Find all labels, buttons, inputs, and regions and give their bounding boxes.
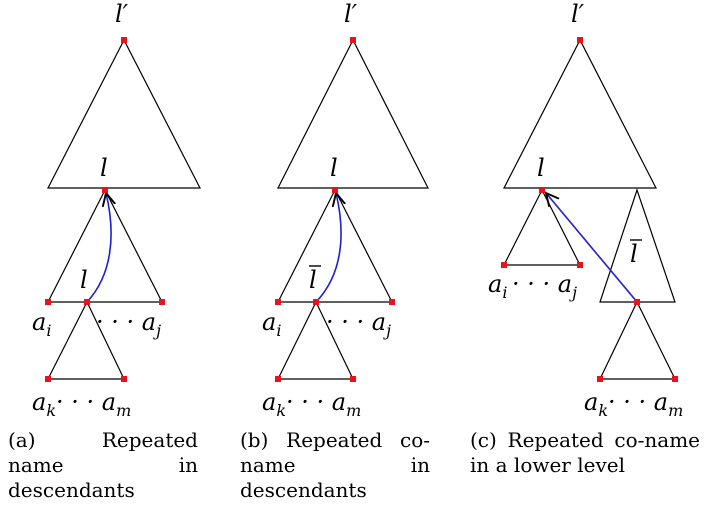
panel-b-right-leaf-sub: j — [383, 321, 391, 340]
panel-c-bottom-dots: · · · a — [608, 388, 668, 416]
panel-c-bottom-leaf-sub2: m — [668, 401, 683, 420]
panel-c-node-root — [577, 37, 583, 43]
panel-a-mid-triangle — [47, 188, 163, 303]
panel-c-repeat-arrow — [546, 193, 638, 303]
panel-c: l′ l l ai · · · aj ak· · · am — [488, 0, 683, 420]
panel-b-low-triangle — [277, 300, 354, 380]
panel-a-right-leaf-name: · · · a — [96, 308, 156, 336]
panel-a-node-am — [121, 376, 127, 382]
panel-b-bottom-leaf-sub: k — [276, 401, 286, 420]
panel-a-caption: (a) Repeated name in descendants — [8, 428, 198, 502]
panel-b-bottom-leaves: ak· · · am — [262, 388, 361, 420]
panel-b-left-leaf: ai — [262, 308, 281, 340]
panel-c-node-am — [672, 376, 678, 382]
panel-c-low-triangle — [599, 300, 676, 380]
panel-b-node-label: l — [309, 266, 317, 294]
panel-a-node-repeat — [84, 299, 90, 305]
panel-c-node-ak — [597, 376, 603, 382]
diagram-canvas: l′ l l ai · · · aj ak· · · am l′ l l ai … — [32, 0, 683, 420]
panel-b-node-aj — [389, 299, 395, 305]
panel-b-left-leaf-sub: i — [276, 321, 281, 340]
panel-c-top-triangle — [503, 38, 657, 189]
panel-c-node-repeat — [634, 299, 640, 305]
panel-c-left-triangle — [503, 188, 581, 266]
panel-c-right-leaf: · · · aj — [512, 270, 577, 302]
panel-a-node-root — [121, 37, 127, 43]
panel-b-node-l — [332, 187, 338, 193]
panel-a-left-leaf-name: a — [32, 308, 46, 336]
panel-c-bottom-leaf-sub: k — [598, 401, 608, 420]
panel-c-right-leaf-name: · · · a — [512, 270, 572, 298]
panel-a-left-leaf-sub: i — [46, 321, 51, 340]
panel-a-right-leaf-sub: j — [153, 321, 161, 340]
panel-a-node-aj — [159, 299, 165, 305]
panel-c-node-ai — [501, 262, 507, 268]
panel-c-node-aj — [577, 262, 583, 268]
panel-b-top-triangle — [277, 38, 429, 189]
panel-a-bottom-leaf-name: a — [32, 388, 46, 416]
panel-c-caption: (c) Repeated co-name in a lower level — [470, 428, 700, 477]
panel-b-node-am — [350, 376, 356, 382]
panel-c-left-leaf-name: a — [488, 270, 502, 298]
panel-b-right-leaf: · · · aj — [326, 308, 391, 340]
panel-a-bottom-dots: · · · a — [56, 388, 116, 416]
panel-b-right-leaf-name: · · · a — [326, 308, 386, 336]
panel-a-bottom-leaf-sub2: m — [116, 401, 131, 420]
panel-a-low-triangle — [47, 300, 125, 380]
panel-a-node-ai — [45, 299, 51, 305]
panel-a-mid-label: l — [100, 154, 108, 182]
panel-a-top-triangle — [47, 38, 201, 189]
panel-b-mid-triangle — [277, 188, 393, 303]
panel-c-node-l — [539, 187, 545, 193]
panel-a-node-label: l — [80, 266, 88, 294]
panel-b-bottom-leaf-name: a — [262, 388, 276, 416]
panel-a-top-label: l′ — [115, 0, 129, 28]
panel-a-right-leaf: · · · aj — [96, 308, 161, 340]
panel-b-mid-label: l — [330, 154, 338, 182]
panel-b-node-ai — [275, 299, 281, 305]
panel-b-node-repeat — [313, 299, 319, 305]
panel-a-left-leaf: ai — [32, 308, 51, 340]
panel-a-node-ak — [45, 376, 51, 382]
panel-c-right-leaf-sub: j — [569, 283, 577, 302]
panel-c-bottom-leaf-name: a — [584, 388, 598, 416]
panel-b-repeat-arrow — [315, 193, 341, 303]
panel-a: l′ l l ai · · · aj ak· · · am — [32, 0, 201, 420]
panel-c-left-leaf: ai — [488, 270, 507, 302]
panel-c-left-leaf-sub: i — [502, 283, 507, 302]
panel-a-repeat-arrow — [86, 193, 111, 303]
panel-b-caption: (b) Repeated co-name in descendants — [240, 428, 430, 502]
panel-b-top-label: l′ — [344, 0, 358, 28]
panel-c-mid-label: l — [537, 154, 545, 182]
panel-c-top-label: l′ — [571, 0, 585, 28]
panel-a-bottom-leaf-sub: k — [46, 401, 56, 420]
panel-b-bottom-dots: · · · a — [286, 388, 346, 416]
panel-c-bottom-leaves: ak· · · am — [584, 388, 683, 420]
panel-b: l′ l l ai · · · aj ak· · · am — [262, 0, 429, 420]
panel-b-left-leaf-name: a — [262, 308, 276, 336]
panel-b-bottom-leaf-sub2: m — [346, 401, 361, 420]
panel-a-bottom-leaves: ak· · · am — [32, 388, 131, 420]
panel-b-node-root — [350, 37, 356, 43]
panel-c-node-label: l — [630, 240, 638, 268]
panel-b-node-ak — [275, 376, 281, 382]
panel-a-node-l — [102, 187, 108, 193]
